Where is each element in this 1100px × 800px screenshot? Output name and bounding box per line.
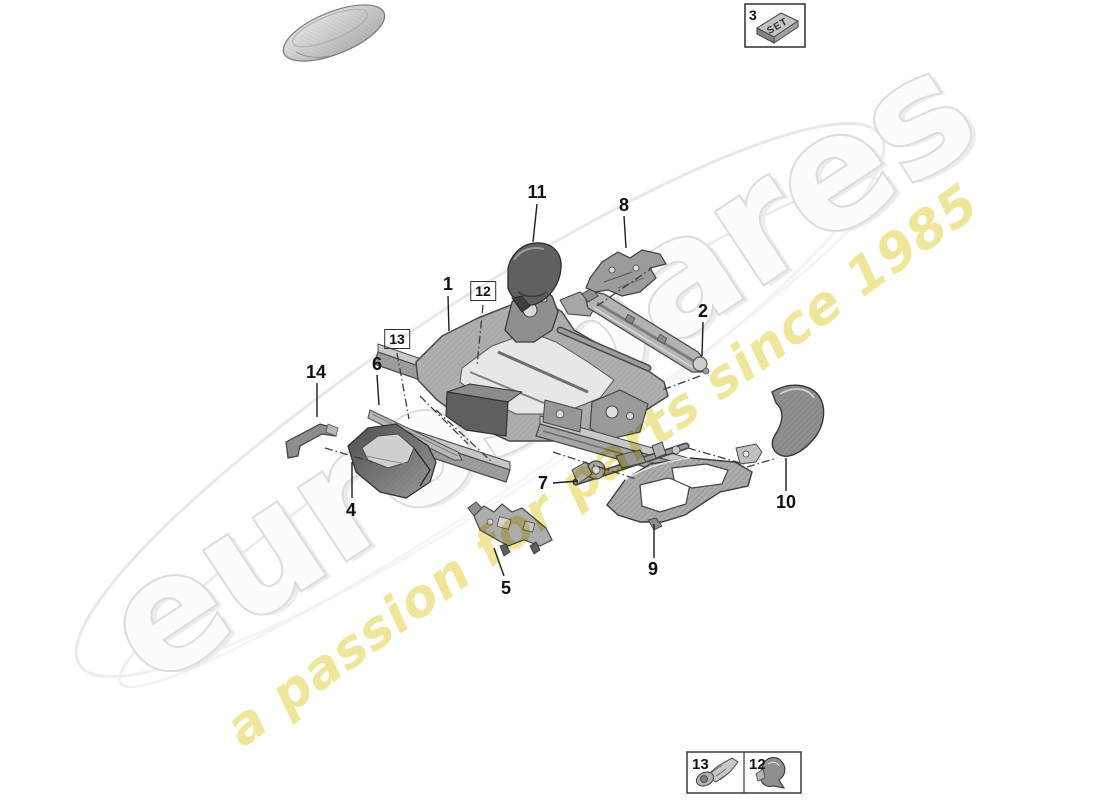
legend-fastener-label: 13	[692, 756, 709, 773]
callout-1: 1	[442, 274, 454, 294]
part-14-rail-end-bracket	[285, 423, 339, 459]
callout-9: 9	[647, 559, 659, 579]
part-7-drive-assembly	[571, 441, 690, 486]
fastener-legend-box	[686, 751, 802, 794]
part-2-crossmember-tube	[581, 287, 710, 375]
callout-7: 7	[537, 473, 549, 493]
part-4-air-duct	[347, 423, 437, 499]
callout-11: 11	[527, 182, 547, 202]
callout-4: 4	[345, 500, 357, 520]
part-8-mounting-bracket	[585, 249, 667, 297]
callout-10: 10	[775, 492, 797, 512]
callout-13-boxed: 13	[384, 329, 410, 349]
assembly-connector-lines	[324, 267, 778, 480]
callout-leader-lines	[316, 203, 787, 577]
callout-6: 6	[371, 354, 383, 374]
part-6-trim-strip	[367, 409, 463, 461]
part-10-side-cover	[735, 384, 825, 465]
bracket-clip-icon	[755, 756, 786, 789]
set-kit-label: 3	[749, 7, 757, 23]
screw-fastener-icon	[695, 757, 739, 787]
callout-2: 2	[697, 301, 709, 321]
set-kit-box: SET	[744, 3, 806, 48]
callout-12-boxed: 12	[470, 281, 496, 301]
part-seat-cushion-pad	[282, 4, 386, 62]
callout-5: 5	[500, 578, 512, 598]
set-package-icon: SET	[755, 12, 800, 44]
legend-clip-label: 12	[749, 756, 766, 773]
callout-14: 14	[305, 362, 327, 382]
callout-8: 8	[618, 195, 630, 215]
part-5-front-bracket	[467, 501, 553, 557]
part-11-recliner-cover	[507, 242, 562, 313]
